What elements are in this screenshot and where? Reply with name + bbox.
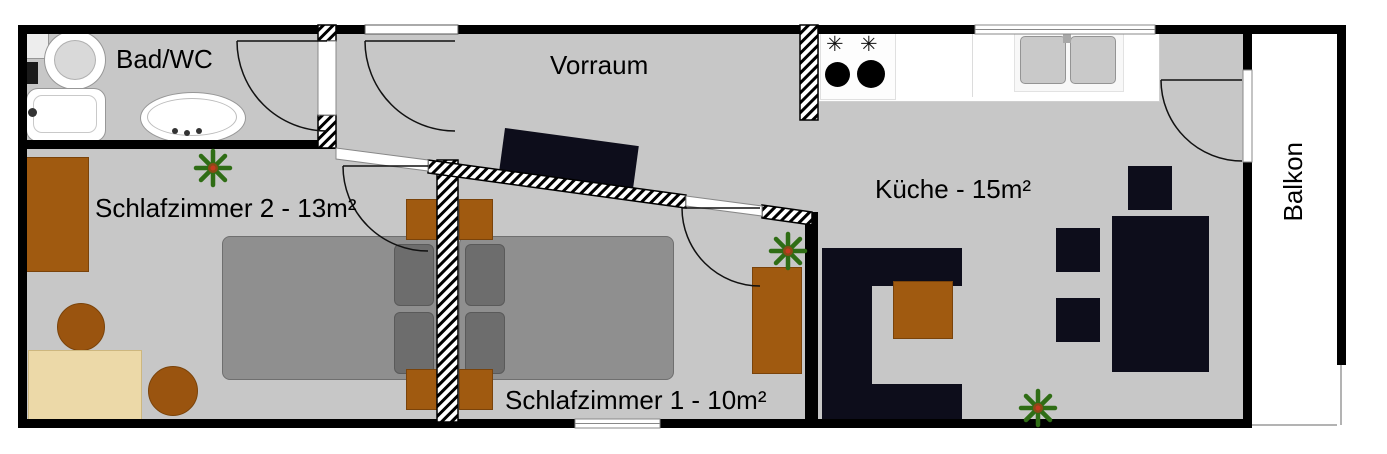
- oval-sink-faucet: [196, 128, 202, 134]
- nightstand: [459, 369, 493, 410]
- stove-burner-icon: ✳: [826, 33, 844, 56]
- sofa-bottom-arm: [822, 384, 962, 422]
- room-label-balkon: Balkon: [1278, 142, 1308, 222]
- oval-sink-faucet: [184, 130, 190, 136]
- balcony-wall: [1337, 25, 1346, 365]
- bed-2-pillow: [394, 312, 434, 374]
- dining-chair: [1056, 298, 1100, 342]
- washbasin-inner: [33, 95, 97, 133]
- dining-table: [1112, 216, 1209, 372]
- side-table: [28, 350, 142, 422]
- room-label-schlafzimmer1: Schlafzimmer 1 - 10m²: [505, 385, 767, 415]
- room-label-schlafzimmer2: Schlafzimmer 2 - 13m²: [95, 193, 357, 223]
- nightstand: [406, 369, 439, 410]
- plant-icon: [193, 148, 233, 193]
- room-label-kueche: Küche - 15m²: [875, 174, 1032, 204]
- stove-burner-icon: [857, 60, 885, 88]
- stove-burner-icon: [825, 62, 850, 87]
- stool: [57, 303, 105, 351]
- wardrobe: [25, 157, 89, 272]
- kitchen-sink-basin: [1070, 36, 1116, 84]
- plant-icon: [1018, 388, 1058, 433]
- oval-sink-faucet: [172, 128, 178, 134]
- toilet-paper-holder: [25, 62, 38, 84]
- bed-1-pillow: [465, 244, 505, 306]
- washbasin-faucet: [28, 108, 37, 117]
- plant-icon: [768, 231, 808, 276]
- room-label-bad: Bad/WC: [116, 44, 213, 74]
- dresser: [752, 267, 802, 374]
- room-label-vorraum: Vorraum: [550, 50, 649, 80]
- dining-chair: [1128, 166, 1172, 210]
- bed-1-pillow: [465, 312, 505, 374]
- coffee-table: [893, 281, 953, 339]
- kitchen-sink-basin: [1020, 36, 1066, 84]
- nightstand: [406, 199, 439, 240]
- counter-divider: [972, 31, 973, 97]
- stool: [148, 366, 198, 416]
- nightstand: [459, 199, 493, 240]
- bed-2-pillow: [394, 244, 434, 306]
- dining-chair: [1056, 228, 1100, 272]
- toilet-bowl-inner: [54, 40, 96, 80]
- oval-sink-inner: [147, 98, 237, 136]
- kitchen-faucet: [1063, 31, 1071, 43]
- stove-burner-icon: ✳: [860, 33, 878, 56]
- balcony-railing: [1252, 365, 1342, 426]
